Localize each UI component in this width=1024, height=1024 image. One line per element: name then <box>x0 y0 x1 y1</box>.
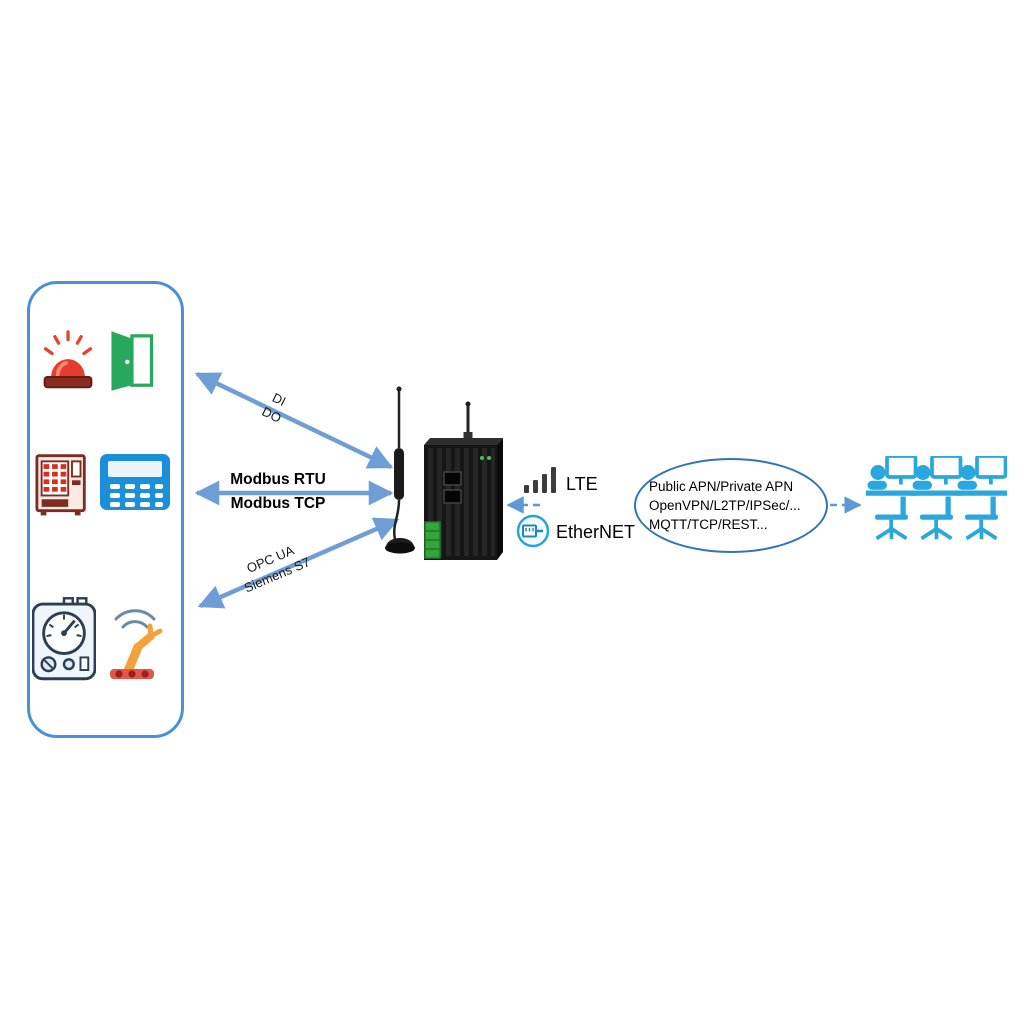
di-do-arrow <box>194 371 394 470</box>
cloud-protocols-ellipse: Public APN/Private APN OpenVPN/L2TP/IPSe… <box>634 458 828 553</box>
modbus-rtu-label: Modbus RTU <box>230 471 326 488</box>
lte-signal-icon <box>524 467 556 493</box>
app-protocol-line: MQTT/TCP/REST... <box>649 517 768 532</box>
workstation-icon <box>866 456 919 542</box>
meter-gauge-icon <box>32 597 96 681</box>
field-devices-group <box>27 281 184 738</box>
apn-line: Public APN/Private APN <box>649 479 794 494</box>
gateway-body <box>424 438 503 560</box>
workstation-icon <box>954 456 1007 542</box>
ethernet-label: EtherNET <box>556 522 636 542</box>
door-icon <box>111 331 154 391</box>
opc-arrow <box>197 517 400 609</box>
robot-arm-icon <box>110 609 163 679</box>
vpn-line: OpenVPN/L2TP/IPSec/... <box>649 498 801 513</box>
ethernet-port <box>443 471 462 486</box>
ethernet-icon <box>516 514 550 548</box>
modbus-tcp-label: Modbus TCP <box>230 495 326 512</box>
control-panel-icon <box>100 454 170 510</box>
whip-antenna <box>385 386 415 554</box>
remote-operators-group <box>866 456 1007 542</box>
workstation-icon <box>909 456 964 542</box>
ethernet-port <box>443 489 462 504</box>
gateway-device-illustration <box>385 386 503 560</box>
vending-machine-icon <box>35 454 86 516</box>
siren-alarm-icon <box>43 330 93 389</box>
lte-label: LTE <box>566 474 598 494</box>
terminal-block <box>424 521 441 559</box>
